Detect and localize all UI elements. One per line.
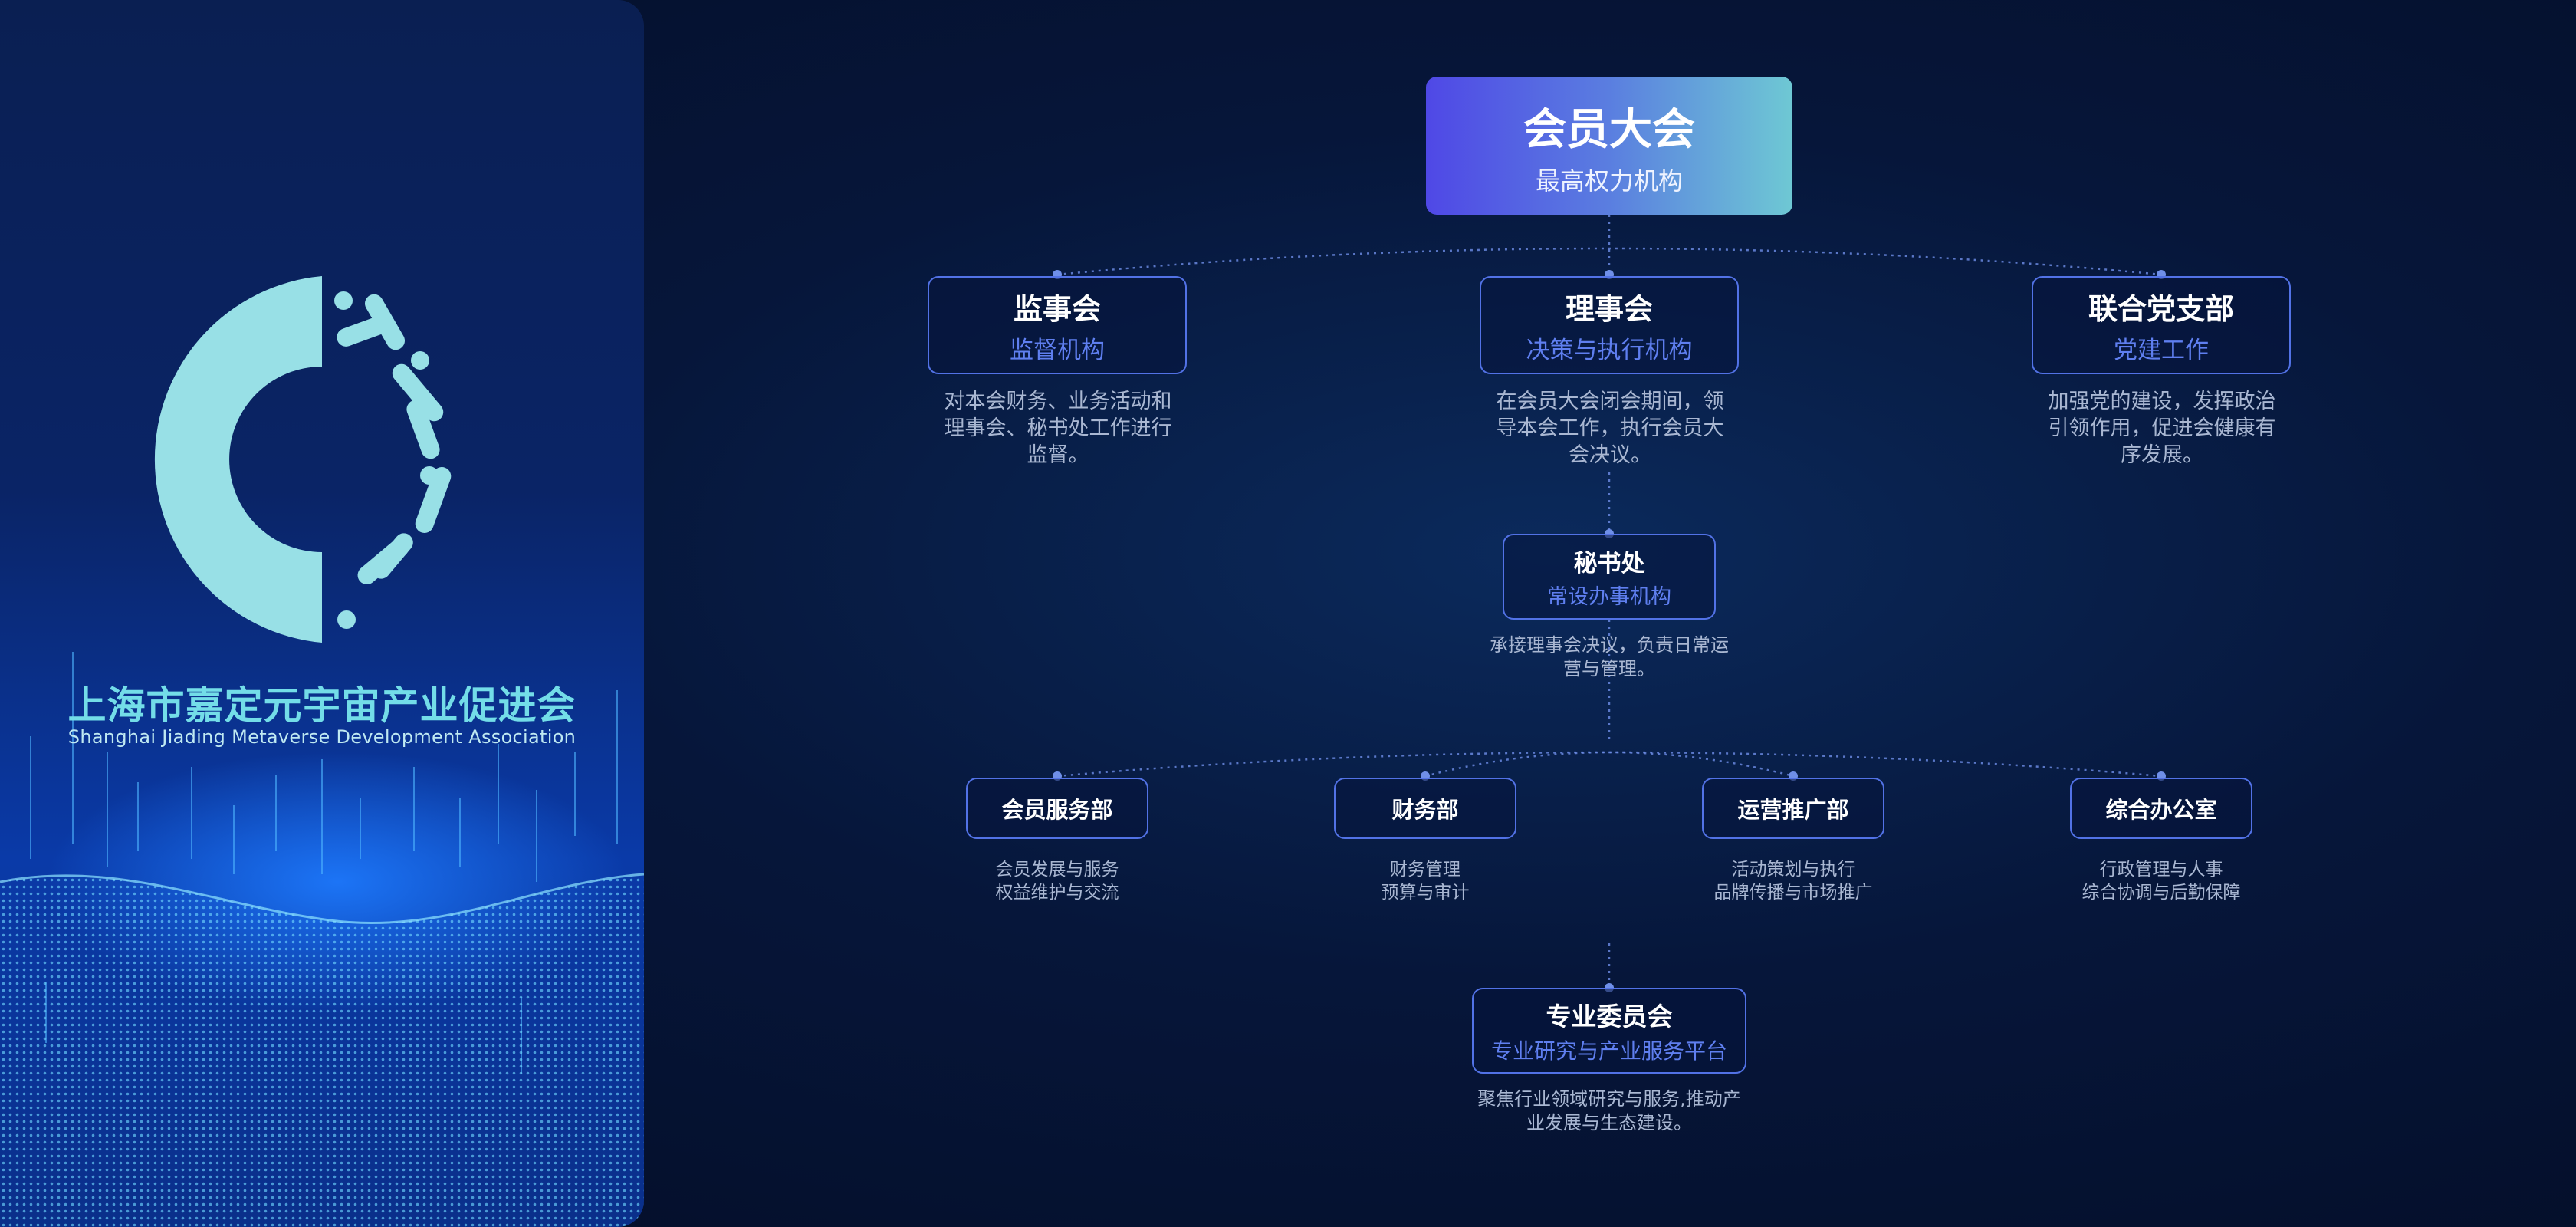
node-party-branch: 联合党支部 党建工作: [2032, 276, 2291, 374]
node-title: 理事会: [1565, 292, 1653, 326]
node-title: 综合办公室: [2105, 797, 2217, 823]
node-finance: 财务部: [1334, 778, 1516, 839]
brand-panel-graphic: [0, 276, 644, 1227]
node-description: 会员发展与服务权益维护与交流: [995, 860, 1119, 903]
node-professional-committee: 专业委员会 专业研究与产业服务平台: [1472, 988, 1746, 1074]
node-title: 联合党支部: [2088, 292, 2234, 326]
node-title: 监事会: [1013, 292, 1101, 326]
node-title: 财务部: [1392, 797, 1459, 823]
node-title: 秘书处: [1573, 550, 1645, 577]
brand-name-cn: 上海市嘉定元宇宙产业促进会: [67, 683, 577, 728]
node-description: 财务管理预算与审计: [1381, 860, 1470, 903]
node-general-office: 综合办公室: [2070, 778, 2252, 839]
node-description: 行政管理与人事综合协调与后勤保障: [2082, 860, 2241, 903]
node-title: 会员大会: [1523, 104, 1695, 155]
node-description: 加强党的建设，发挥政治引领作用，促进会健康有序发展。: [2048, 390, 2276, 468]
node-description: 聚焦行业领域研究与服务,推动产业发展与生态建设。: [1477, 1088, 1741, 1134]
node-subtitle: 党建工作: [2114, 337, 2209, 364]
node-title: 专业委员会: [1546, 1002, 1673, 1031]
node-subtitle: 最高权力机构: [1535, 166, 1683, 196]
node-subtitle: 监督机构: [1010, 337, 1105, 364]
node-description: 承接理事会决议，负责日常运营与管理。: [1490, 634, 1729, 680]
node-title: 运营推广部: [1737, 797, 1849, 823]
node-general-assembly: 会员大会 最高权力机构: [1426, 77, 1792, 215]
brand-panel: 上海市嘉定元宇宙产业促进会 Shanghai Jiading Metaverse…: [0, 0, 644, 1227]
node-description: 活动策划与执行品牌传播与市场推广: [1714, 860, 1873, 903]
node-secretariat: 秘书处 常设办事机构: [1503, 534, 1716, 620]
node-council: 理事会 决策与执行机构: [1480, 276, 1739, 374]
brand-name-en: Shanghai Jiading Metaverse Development A…: [67, 726, 577, 748]
node-title: 会员服务部: [1001, 797, 1113, 823]
node-description: 对本会财务、业务活动和理事会、秘书处工作进行监督。: [944, 390, 1172, 468]
node-member-services: 会员服务部: [966, 778, 1148, 839]
node-subtitle: 决策与执行机构: [1526, 337, 1693, 364]
node-subtitle: 专业研究与产业服务平台: [1490, 1038, 1727, 1064]
dotted-wave: [0, 874, 644, 1227]
jmda-logo: [154, 276, 452, 643]
node-supervisory-board: 监事会 监督机构: [928, 276, 1187, 374]
node-operations-promotion: 运营推广部: [1702, 778, 1884, 839]
node-description: 在会员大会闭会期间，领导本会工作，执行会员大会决议。: [1496, 390, 1724, 468]
node-subtitle: 常设办事机构: [1547, 585, 1671, 609]
